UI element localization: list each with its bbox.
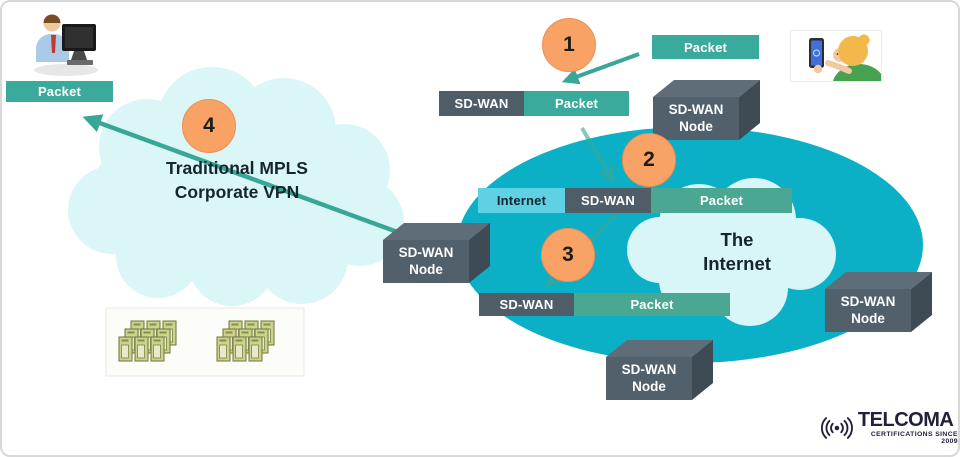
step-circle-1: 1 <box>542 18 596 72</box>
node-label-line1: SD-WAN <box>840 294 896 310</box>
bar2-internet-segment: Internet <box>478 188 565 213</box>
bar3-packet-segment: Packet <box>574 293 730 316</box>
packet-label-source: Packet <box>652 35 759 59</box>
node-side-face <box>739 80 760 140</box>
bar1-packet-segment: Packet <box>524 91 629 116</box>
encapsulation-bar-3: SD-WAN Packet <box>479 293 730 316</box>
packet-label-text: Packet <box>37 84 82 99</box>
node-label-line1: SD-WAN <box>398 245 454 261</box>
logo-brand-text: TELCOMA <box>857 409 954 431</box>
node-side-face <box>692 340 713 400</box>
step2-arrow <box>580 126 615 184</box>
node-front-face <box>653 97 739 140</box>
internet-cloud-label: The Internet <box>657 228 817 276</box>
mpls-cloud-label: Traditional MPLS Corporate VPN <box>127 157 347 204</box>
packet-label-destination: Packet <box>6 81 113 102</box>
encapsulation-bar-1: SD-WAN Packet <box>439 91 629 116</box>
mpls-label-line2: Corporate VPN <box>174 181 300 202</box>
bar2-packet-segment: Packet <box>651 188 792 213</box>
node-label-line1: SD-WAN <box>621 362 677 378</box>
bar2-sdwan-segment: SD-WAN <box>565 188 651 213</box>
internet-label-line1: The <box>720 229 754 250</box>
node-front-face <box>606 357 692 400</box>
node-top-face <box>825 272 932 289</box>
node-label-line1: SD-WAN <box>668 102 724 118</box>
telcoma-logo: TELCOMA CERTIFICATIONS SINCE 2009 <box>820 410 958 445</box>
encapsulation-bar-2: Internet SD-WAN Packet <box>478 188 792 213</box>
node-top-face <box>606 340 713 357</box>
node-label-line2: Node <box>679 118 713 134</box>
person-with-phone-illustration <box>790 30 882 82</box>
step-circle-2: 2 <box>622 133 676 187</box>
step-circle-4: 4 <box>182 99 236 153</box>
wireless-signal-icon <box>820 416 853 439</box>
server-racks-illustration <box>105 307 305 377</box>
person-at-desk-illustration <box>34 14 98 76</box>
node-top-face <box>653 80 760 97</box>
node-front-face <box>825 289 911 332</box>
bar3-sdwan-segment: SD-WAN <box>479 293 574 316</box>
node-label-line2: Node <box>409 261 443 277</box>
node-label-line2: Node <box>851 310 885 326</box>
internet-label-line2: Internet <box>703 253 771 275</box>
bar1-sdwan-segment: SD-WAN <box>439 91 524 116</box>
packet-label-text: Packet <box>683 39 728 55</box>
node-side-face <box>911 272 932 332</box>
node-label-line2: Node <box>632 378 666 394</box>
node-side-face <box>469 223 490 283</box>
node-top-face <box>383 223 490 240</box>
mpls-label-line1: Traditional MPLS <box>166 158 308 178</box>
logo-tagline-text: CERTIFICATIONS SINCE 2009 <box>870 431 958 445</box>
node-front-face <box>383 240 469 283</box>
step-circle-3: 3 <box>541 228 595 282</box>
